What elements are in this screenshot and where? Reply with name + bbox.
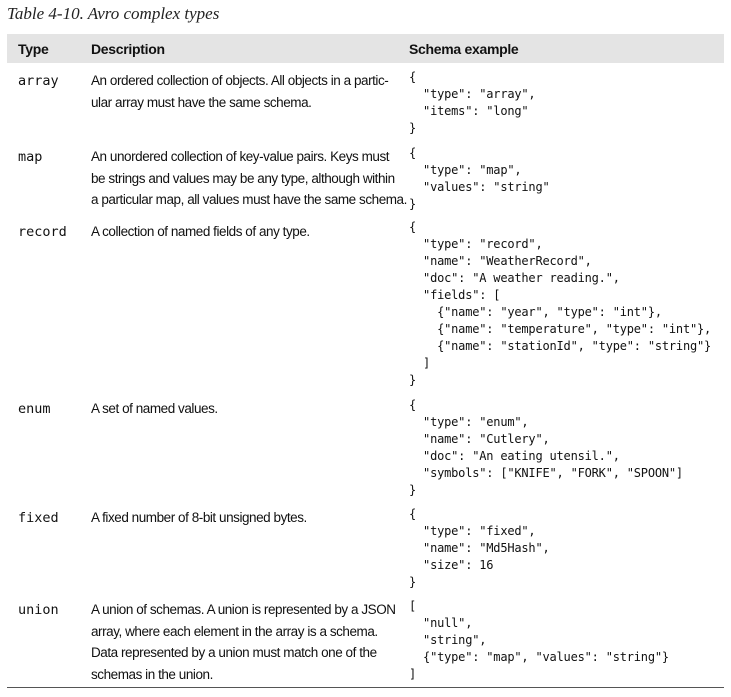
description-line: ular array must have the same schema. <box>91 94 312 110</box>
description-cell: A fixed number of 8-bit unsigned bytes. <box>91 507 391 529</box>
description-line: A set of named values. <box>91 401 218 416</box>
schema-example-cell: { "type": "array", "items": "long" } <box>409 70 536 135</box>
type-cell: array <box>18 73 59 89</box>
description-line: An unordered collection of key-value pai… <box>91 149 390 164</box>
type-cell: union <box>18 602 59 618</box>
description-line: A collection of named fields of any type… <box>91 224 310 239</box>
header-schema-example: Schema example <box>409 41 519 57</box>
type-cell: map <box>18 149 43 165</box>
description-cell: A collection of named fields of any type… <box>91 221 391 243</box>
description-line: schemas in the union. <box>91 666 213 682</box>
description-line: Data represented by a union must match o… <box>91 645 377 660</box>
table-bottom-rule <box>7 687 724 688</box>
type-cell: fixed <box>18 510 59 526</box>
schema-example-cell: { "type": "enum", "name": "Cutlery", "do… <box>409 398 683 497</box>
description-cell: An ordered collection of objects. All ob… <box>91 70 391 113</box>
description-line: A fixed number of 8-bit unsigned bytes. <box>91 510 307 525</box>
type-cell: enum <box>18 401 51 417</box>
description-cell: An unordered collection of key-value pai… <box>91 146 407 211</box>
schema-example-cell: { "type": "fixed", "name": "Md5Hash", "s… <box>409 507 550 589</box>
header-type: Type <box>18 41 49 57</box>
description-cell: A set of named values. <box>91 398 391 420</box>
schema-example-cell: { "type": "map", "values": "string" } <box>409 146 550 211</box>
schema-example-cell: { "type": "record", "name": "WeatherReco… <box>409 220 712 387</box>
description-line: be strings and values may be any type, a… <box>91 170 395 186</box>
type-cell: record <box>18 224 67 240</box>
description-line: An ordered collection of objects. All ob… <box>91 73 389 88</box>
description-line: A union of schemas. A union is represent… <box>91 602 396 617</box>
header-description: Description <box>91 41 165 57</box>
schema-example-cell: [ "null", "string", {"type": "map", "val… <box>409 599 669 681</box>
table-caption: Table 4-10. Avro complex types <box>7 4 220 23</box>
description-line: array, where each element in the array i… <box>91 623 378 639</box>
description-line: a particular map, all values must have t… <box>91 192 407 207</box>
table-header-row: Type Description Schema example <box>7 34 724 63</box>
description-cell: A union of schemas. A union is represent… <box>91 599 396 685</box>
